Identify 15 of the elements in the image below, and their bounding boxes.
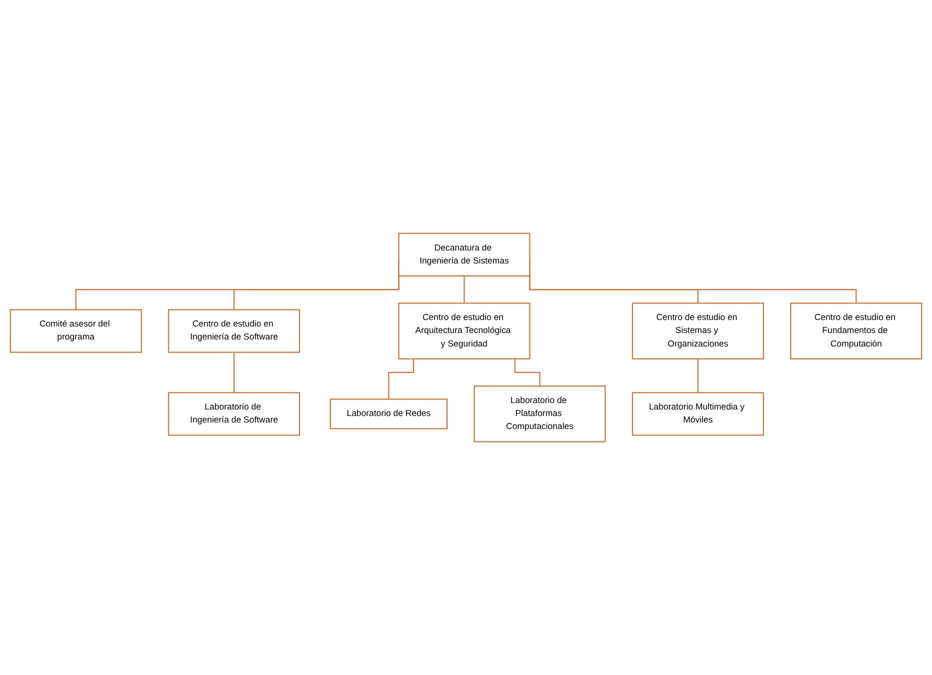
connector [514, 358, 540, 387]
node-box: Centro de estudio en Arquitectura Tecnológica y Seguridad [398, 302, 530, 360]
connector [234, 352, 235, 394]
node-box: Laboratorio Multimedia y Móviles [632, 392, 764, 436]
node-box: Centro de estudio en Fundamentos de Computación [790, 302, 922, 360]
connector [697, 358, 698, 394]
node-box: Laboratorio de Ingeniería de Software [168, 392, 300, 436]
node-box: Comité asesor del programa [10, 309, 142, 353]
node-box: Centro de estudio en Sistemas y Organizaciones [632, 302, 764, 360]
connector [464, 276, 465, 304]
node-box: Laboratorio de Redes [330, 398, 448, 430]
connector [388, 358, 414, 400]
node-box: Centro de estudio en Ingeniería de Software [168, 309, 300, 353]
node-box: Decanatura de Ingeniería de Sistemas [398, 232, 530, 276]
node-box: Laboratorio de Plataformas Computacionales [474, 386, 606, 442]
